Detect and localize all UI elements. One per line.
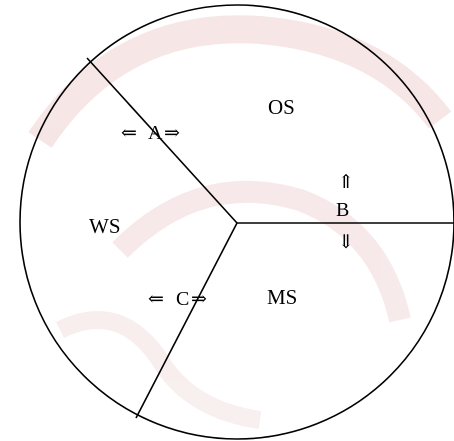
- boundary-b-down-arrow: ⇓: [338, 232, 354, 253]
- boundary-b-label: B: [336, 199, 349, 221]
- boundary-b-up-arrow: ⇑: [338, 172, 354, 193]
- boundary-c-label: C: [176, 288, 189, 310]
- region-label-ws: WS: [89, 214, 121, 238]
- region-label-ms: MS: [267, 285, 297, 309]
- boundary-a-left-arrow: ⇐: [121, 123, 137, 144]
- boundary-c-right-arrow: ⇒: [191, 289, 207, 310]
- boundary-a-right-arrow: ⇒: [164, 123, 180, 144]
- boundary-a-label: A: [148, 122, 163, 144]
- boundary-c-left-arrow: ⇐: [148, 289, 164, 310]
- region-label-os: OS: [268, 95, 295, 119]
